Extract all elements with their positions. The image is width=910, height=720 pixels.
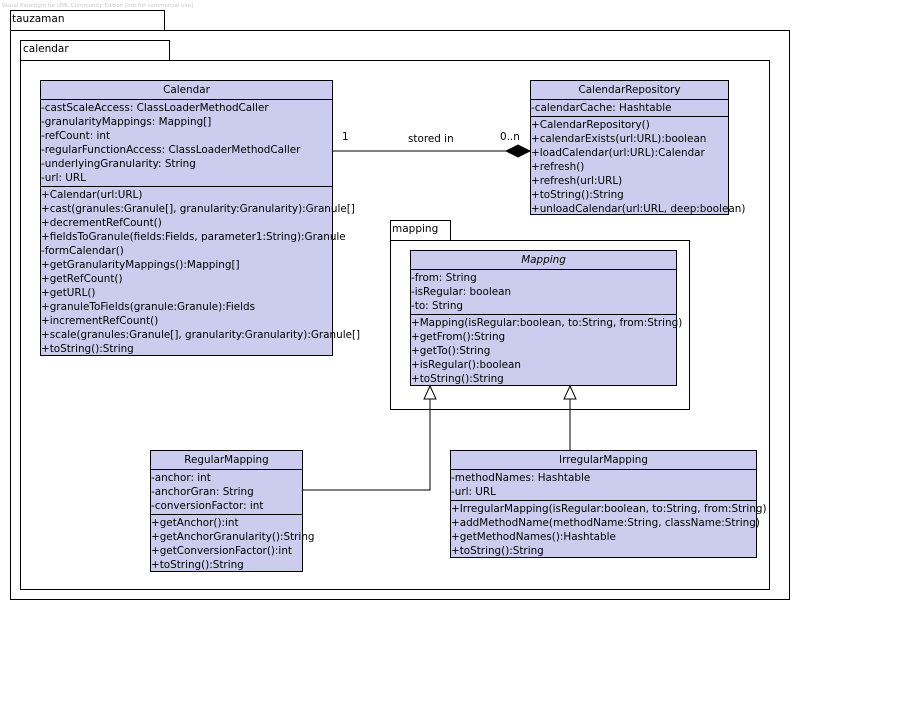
class-name: Mapping <box>411 251 676 270</box>
operation-row[interactable]: +fieldsToGranule(fields:Fields, paramete… <box>41 231 346 243</box>
attribute-row[interactable]: -to: String <box>411 300 463 312</box>
attributes-compartment: -castScaleAccess: ClassLoaderMethodCalle… <box>41 100 332 187</box>
class-calendar[interactable]: Calendar -castScaleAccess: ClassLoaderMe… <box>40 80 361 357</box>
operation-row[interactable]: +getRefCount() <box>41 273 123 285</box>
operation-row[interactable]: +unloadCalendar(url:URL, deep:boolean) <box>531 203 746 215</box>
attribute-row[interactable]: -conversionFactor: int <box>151 500 264 512</box>
attribute-row[interactable]: -anchor: int <box>151 472 211 484</box>
operation-row[interactable]: +refresh(url:URL) <box>531 175 623 187</box>
operation-row[interactable]: +toString():String <box>411 373 504 385</box>
association-label: stored in <box>408 133 454 145</box>
operation-row[interactable]: +toString():String <box>41 343 134 355</box>
operation-row[interactable]: +refresh() <box>531 161 585 173</box>
operation-row[interactable]: +addMethodName(methodName:String, classN… <box>451 517 760 529</box>
operations-compartment: +CalendarRepository() +calendarExists(url… <box>531 117 746 217</box>
composition-diamond-icon <box>504 144 532 158</box>
class-name: RegularMapping <box>151 451 302 470</box>
attribute-row[interactable]: -isRegular: boolean <box>411 286 512 298</box>
package-tab-mapping[interactable]: mapping <box>390 220 451 241</box>
attribute-row[interactable]: -url: URL <box>41 172 86 184</box>
package-tab-tauzaman[interactable]: tauzaman <box>10 10 165 31</box>
class-name: Calendar <box>41 81 332 100</box>
operation-row[interactable]: +decrementRefCount() <box>41 217 162 229</box>
operations-compartment: +Calendar(url:URL) +cast(granules:Granule… <box>41 187 361 357</box>
generalization-arrow-icon <box>563 384 577 400</box>
operation-row[interactable]: +isRegular():boolean <box>411 359 522 371</box>
class-regular-mapping[interactable]: RegularMapping -anchor: int -anchorGran: … <box>150 450 315 573</box>
generalization-arrow-icon <box>423 384 437 400</box>
operation-row[interactable]: +cast(granules:Granule[], granularity:Gr… <box>41 203 355 215</box>
attribute-row[interactable]: -url: URL <box>451 486 496 498</box>
attribute-row[interactable]: -anchorGran: String <box>151 486 254 498</box>
attribute-row[interactable]: -underlyingGranularity: String <box>41 158 196 170</box>
operation-row[interactable]: +granuleToFields(granule:Granule):Fields <box>41 301 256 313</box>
operations-compartment: +Mapping(isRegular:boolean, to:String, f… <box>411 315 683 387</box>
operation-row[interactable]: +loadCalendar(url:URL):Calendar <box>531 147 705 159</box>
operations-compartment: +IrregularMapping(isRegular:boolean, to:… <box>451 501 767 559</box>
operation-row[interactable]: +incrementRefCount() <box>41 315 159 327</box>
package-tab-calendar[interactable]: calendar <box>20 40 170 61</box>
operation-row[interactable]: +Calendar(url:URL) <box>41 189 143 201</box>
class-name: CalendarRepository <box>531 81 728 100</box>
operation-row[interactable]: +getFrom():String <box>411 331 506 343</box>
operation-row[interactable]: +getURL() <box>41 287 96 299</box>
class-irregular-mapping[interactable]: IrregularMapping -methodNames: Hashtable… <box>450 450 767 559</box>
operation-row[interactable]: +CalendarRepository() <box>531 119 650 131</box>
attribute-row[interactable]: -castScaleAccess: ClassLoaderMethodCalle… <box>41 102 269 114</box>
attributes-compartment: -calendarCache: Hashtable <box>531 100 728 117</box>
operation-row[interactable]: +toString():String <box>451 545 544 557</box>
multiplicity-source: 1 <box>342 131 349 143</box>
attributes-compartment: -anchor: int -anchorGran: String -conversi… <box>151 470 302 515</box>
class-calendar-repository[interactable]: CalendarRepository -calendarCache: Hasht… <box>530 80 746 217</box>
operation-row[interactable]: +getConversionFactor():int <box>151 545 292 557</box>
attribute-row[interactable]: -refCount: int <box>41 130 111 142</box>
multiplicity-target: 0..n <box>500 131 520 143</box>
operation-row[interactable]: +scale(granules:Granule[], granularity:G… <box>41 329 361 341</box>
attribute-row[interactable]: -calendarCache: Hashtable <box>531 102 672 114</box>
attributes-compartment: -from: String -isRegular: boolean -to: Str… <box>411 270 676 315</box>
operation-row[interactable]: -formCalendar() <box>41 245 124 257</box>
operations-compartment: +getAnchor():int +getAnchorGranularity():… <box>151 515 315 573</box>
operation-row[interactable]: +calendarExists(url:URL):boolean <box>531 133 707 145</box>
operation-row[interactable]: +getMethodNames():Hashtable <box>451 531 616 543</box>
attribute-row[interactable]: -regularFunctionAccess: ClassLoaderMetho… <box>41 144 301 156</box>
generalization-line-regular[interactable] <box>302 399 431 491</box>
operation-row[interactable]: +toString():String <box>531 189 624 201</box>
attribute-row[interactable]: -from: String <box>411 272 477 284</box>
operation-row[interactable]: +getGranularityMappings():Mapping[] <box>41 259 240 271</box>
class-name: IrregularMapping <box>451 451 756 470</box>
operation-row[interactable]: +getTo():String <box>411 345 491 357</box>
operation-row[interactable]: +getAnchorGranularity():String <box>151 531 315 543</box>
operation-row[interactable]: +IrregularMapping(isRegular:boolean, to:… <box>451 503 767 515</box>
operation-row[interactable]: +Mapping(isRegular:boolean, to:String, f… <box>411 317 683 329</box>
watermark: Visual Paradigm for UML Community Editio… <box>2 3 194 9</box>
attribute-row[interactable]: -granularityMappings: Mapping[] <box>41 116 212 128</box>
attribute-row[interactable]: -methodNames: Hashtable <box>451 472 591 484</box>
operation-row[interactable]: +getAnchor():int <box>151 517 239 529</box>
operation-row[interactable]: +toString():String <box>151 559 244 571</box>
class-mapping[interactable]: Mapping -from: String -isRegular: boolean… <box>410 250 683 387</box>
attributes-compartment: -methodNames: Hashtable -url: URL <box>451 470 756 501</box>
